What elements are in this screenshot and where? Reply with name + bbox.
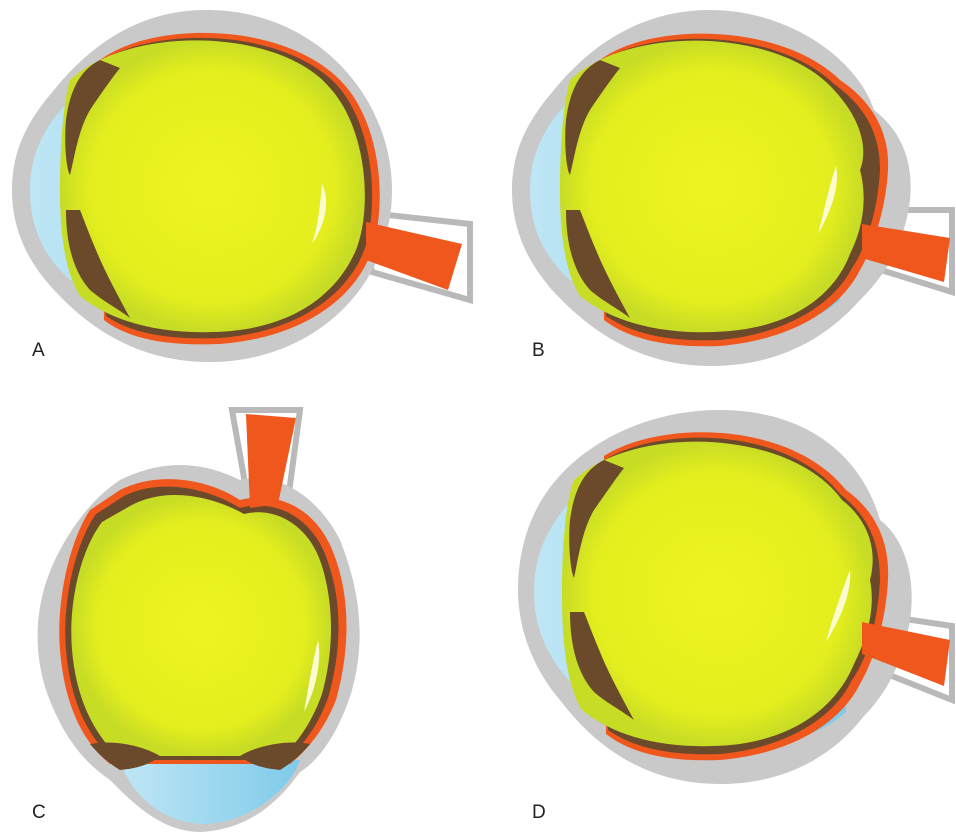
panel-label-d: D [532, 802, 546, 824]
panel-label-b: B [532, 340, 545, 362]
panel-label-c: C [32, 802, 46, 824]
panel-d-eye [518, 410, 952, 784]
vitreous-body [71, 495, 331, 756]
panel-label-a: A [32, 340, 45, 362]
panel-a-eye [12, 10, 470, 362]
panel-b-eye [512, 10, 952, 366]
aqueous-humor [120, 760, 300, 824]
panel-c-eye [38, 410, 360, 832]
